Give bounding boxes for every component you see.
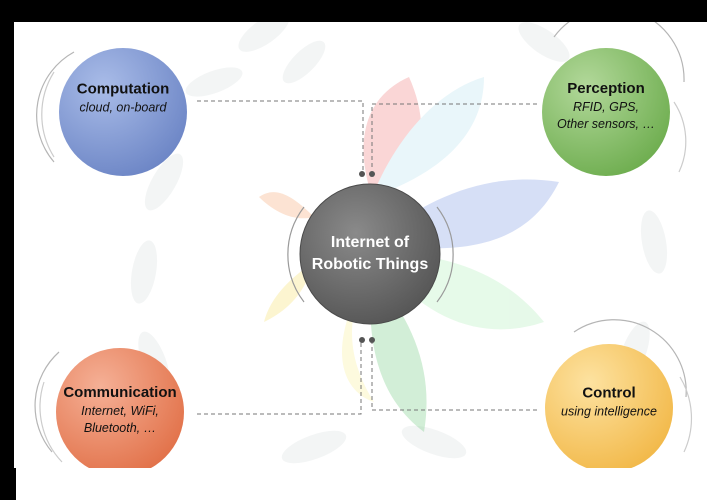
decorative-arcs (34, 22, 693, 463)
control-line-1: using intelligence (561, 404, 657, 419)
connector-communication (197, 342, 362, 415)
connector-perception (371, 103, 537, 170)
connector-computation (197, 100, 364, 170)
computation-circle (59, 48, 187, 176)
center-label: Internet of Robotic Things (312, 232, 428, 276)
perception-line-2: Other sensors, … (557, 117, 655, 131)
perception-line-1: RFID, GPS, (573, 100, 639, 114)
connector-control (371, 342, 537, 411)
control-label: Control using intelligence (561, 384, 657, 421)
communication-title: Communication (63, 384, 177, 401)
perception-circle (542, 48, 670, 176)
computation-title: Computation (76, 80, 170, 98)
bottom-strip (0, 468, 707, 500)
perception-title: Perception (567, 80, 645, 97)
communication-line-2: Bluetooth, … (83, 421, 157, 435)
connector-dots (359, 171, 375, 343)
control-title: Control (582, 384, 636, 402)
center-title-line2: Robotic Things (311, 256, 429, 273)
center-circle (299, 183, 441, 325)
center-title-line1: Internet of (330, 234, 410, 251)
connector-lines (197, 100, 537, 415)
communication-line-1: Internet, WiFi, (81, 404, 159, 418)
communication-label: Communication Internet, WiFi, Bluetooth,… (63, 383, 176, 437)
bottom-frame-edge (0, 468, 16, 500)
communication-circle (56, 348, 184, 468)
control-circle (545, 344, 673, 468)
computation-line-1: cloud, on-board (79, 100, 167, 115)
computation-label: Computation cloud, on-board (77, 80, 169, 117)
diagram-canvas: Internet of Robotic Things Computation c… (14, 22, 707, 468)
diagram-svg (34, 22, 693, 468)
perception-label: Perception RFID, GPS, Other sensors, … (557, 79, 655, 133)
